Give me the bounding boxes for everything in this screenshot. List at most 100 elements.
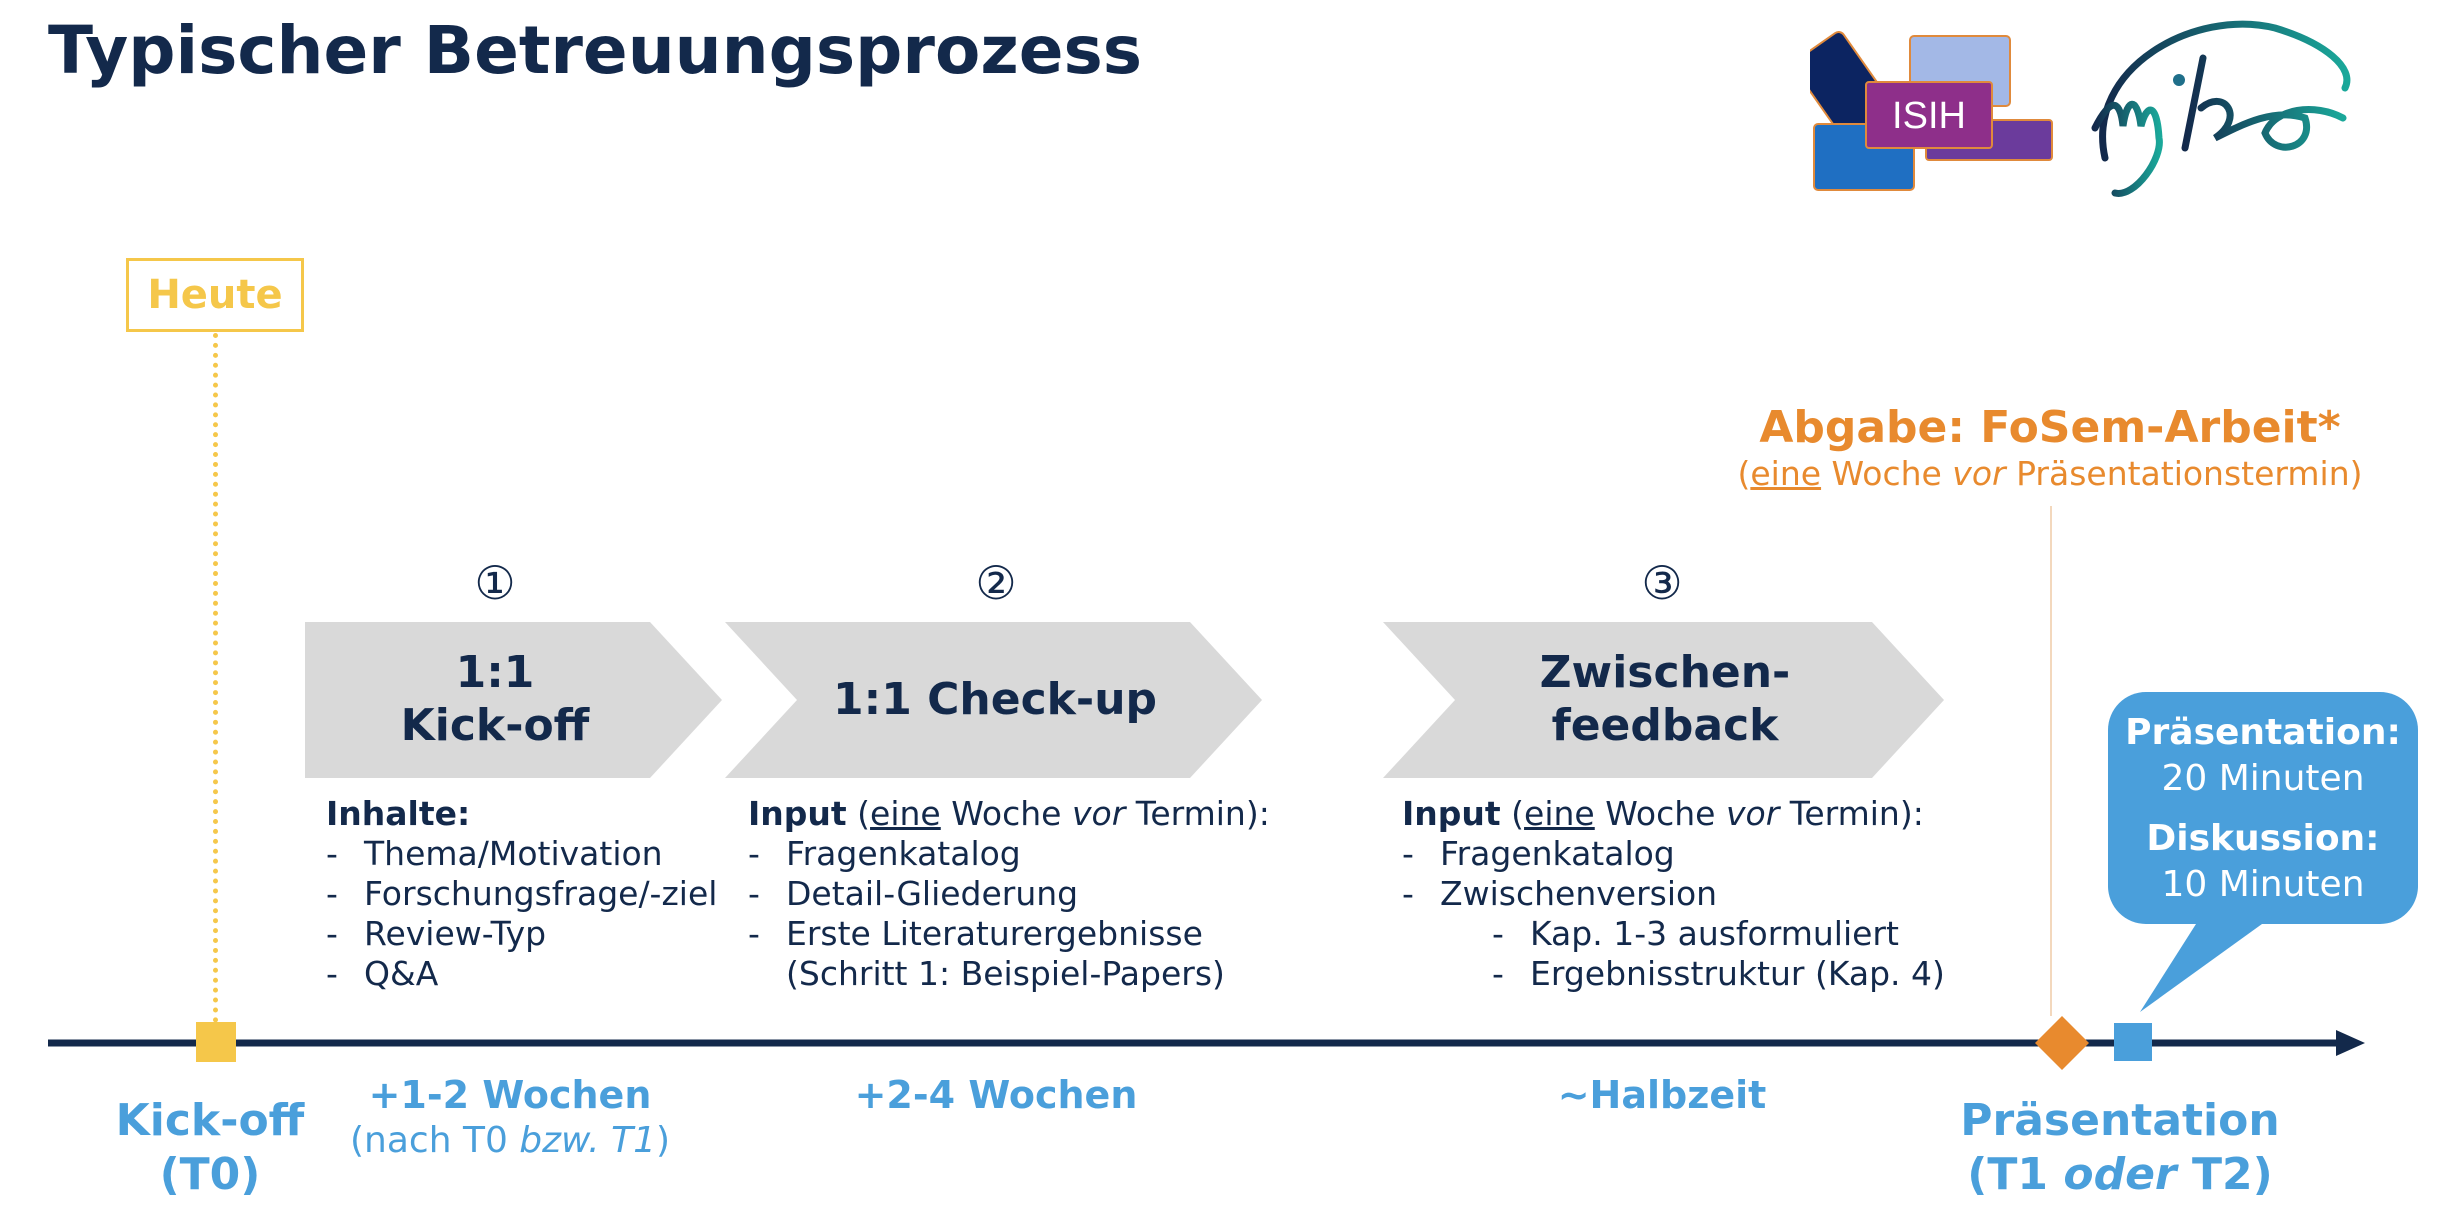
- list-item: -Fragenkatalog: [1402, 834, 1945, 874]
- heading-open: (: [1500, 794, 1525, 833]
- today-marker: Heute: [126, 258, 304, 332]
- chevron-step-2: [725, 622, 1262, 778]
- list-item-text: Thema/Motivation: [364, 834, 663, 873]
- list-dash: -: [1492, 954, 1504, 993]
- presentation-marker: [2114, 1023, 2152, 1061]
- today-dotted-line: [213, 333, 218, 1033]
- chevron-step-3: [1383, 622, 1944, 778]
- step-3-heading: Input (eine Woche vor Termin):: [1402, 794, 1945, 834]
- sub-open: (: [1737, 454, 1751, 493]
- presentation-line2-a: (T1: [1967, 1149, 2064, 1200]
- kickoff-line2: (T0): [159, 1149, 261, 1200]
- list-item: -Fragenkatalog: [748, 834, 1270, 874]
- step-3-label: Zwischen- feedback: [1450, 622, 1880, 778]
- heading-mid: Woche: [1594, 794, 1726, 833]
- step-1-label-line2: Kick-off: [400, 700, 590, 751]
- list-item: -Thema/Motivation: [326, 834, 717, 874]
- step-3-label-line1: Zwischen-: [1539, 647, 1791, 699]
- list-subitem-text: Kap. 1-3 ausformuliert: [1530, 914, 1899, 953]
- list-dash: -: [748, 834, 760, 873]
- sub-underline: eine: [1750, 454, 1822, 493]
- submission-marker: [2035, 1016, 2089, 1070]
- chevron-step-1: [305, 622, 722, 778]
- kickoff-line1: Kick-off: [115, 1095, 305, 1146]
- heading-italic: vor: [1725, 794, 1780, 833]
- isih-logo: ISIH: [1810, 30, 2053, 191]
- step1-note-b: ): [655, 1120, 671, 1161]
- timeline-step-2-duration: +2-4 Wochen: [816, 1072, 1176, 1118]
- list-dash: -: [748, 914, 760, 953]
- list-dash: -: [1492, 914, 1504, 953]
- list-item: -Q&A: [326, 954, 717, 994]
- bubble-tail: [2140, 924, 2262, 1012]
- slide-title: Typischer Betreuungsprozess: [48, 12, 1143, 89]
- list-subitem-text: Ergebnisstruktur (Kap. 4): [1530, 954, 1945, 993]
- list-subitem: -Kap. 1-3 ausformuliert: [1402, 914, 1945, 954]
- presentation-line2-b: T2): [2176, 1149, 2273, 1200]
- list-item: -Review-Typ: [326, 914, 717, 954]
- step-number-3: ③: [1641, 556, 1683, 610]
- presentation-line1: Präsentation: [1960, 1095, 2280, 1146]
- step-number-2: ②: [975, 556, 1017, 610]
- presentation-line2-italic: oder: [2063, 1149, 2177, 1200]
- heading-bold: Input: [1402, 794, 1501, 833]
- presentation-line2: (T1 oder T2): [1930, 1148, 2310, 1202]
- timeline-presentation-label: Präsentation (T1 oder T2): [1930, 1094, 2310, 1202]
- step3-duration: ~Halbzeit: [1557, 1073, 1767, 1117]
- list-item-text: Review-Typ: [364, 914, 547, 953]
- isih-logo-text: ISIH: [1892, 95, 1966, 137]
- step1-note-a: (nach T0: [349, 1120, 520, 1161]
- kickoff-marker: [196, 1022, 236, 1062]
- sub-italic: vor: [1952, 454, 2006, 493]
- bubble-presentation-title: Präsentation:: [2125, 712, 2401, 753]
- list-dash: -: [326, 834, 338, 873]
- step-1-label-line1: 1:1: [455, 647, 535, 699]
- timeline-arrowhead: [2336, 1030, 2365, 1056]
- step-1-label: 1:1 Kick-off: [330, 622, 660, 778]
- timeline-step-3-duration: ~Halbzeit: [1482, 1072, 1842, 1118]
- presentation-speech-bubble: Präsentation: 20 Minuten Diskussion: 10 …: [2108, 692, 2418, 924]
- submission-title: Abgabe: FoSem-Arbeit*: [1759, 402, 2341, 453]
- step-2-contents: Input (eine Woche vor Termin): -Fragenka…: [748, 794, 1270, 994]
- step1-note: (nach T0 bzw. T1): [330, 1118, 690, 1164]
- step-1-heading: Inhalte:: [326, 794, 471, 833]
- submission-connector-line: [2050, 506, 2052, 1016]
- list-item-text: Zwischenversion: [1440, 874, 1718, 913]
- list-item: -Erste Literaturergebnisse: [748, 914, 1270, 954]
- list-dash: -: [1402, 874, 1414, 913]
- submission-subtitle: (eine Woche vor Präsentationstermin): [1700, 454, 2400, 493]
- list-dash: -: [1402, 834, 1414, 873]
- bubble-presentation-value: 20 Minuten: [2161, 758, 2365, 799]
- bubble-discussion-value: 10 Minuten: [2161, 864, 2365, 905]
- list-dash: -: [326, 874, 338, 913]
- list-item-text: Q&A: [364, 954, 439, 993]
- list-item-text: Forschungsfrage/-ziel: [364, 874, 718, 913]
- step-3-label-line2: feedback: [1551, 700, 1779, 751]
- list-dash: -: [748, 874, 760, 913]
- heading-underline: eine: [1524, 794, 1595, 833]
- heading-italic: vor: [1071, 794, 1126, 833]
- heading-open: (: [846, 794, 871, 833]
- step2-duration: +2-4 Wochen: [854, 1073, 1138, 1117]
- sub-end: Präsentationstermin): [2005, 454, 2363, 493]
- list-item: -Detail-Gliederung: [748, 874, 1270, 914]
- heading-bold: Input: [748, 794, 847, 833]
- step-1-contents: Inhalte: -Thema/Motivation -Forschungsfr…: [326, 794, 717, 994]
- step-3-contents: Input (eine Woche vor Termin): -Fragenka…: [1402, 794, 1945, 994]
- step1-duration: +1-2 Wochen: [368, 1073, 652, 1117]
- heading-mid: Woche: [940, 794, 1072, 833]
- list-item-text: Fragenkatalog: [1440, 834, 1675, 873]
- list-item: -Forschungsfrage/-ziel: [326, 874, 717, 914]
- step-2-heading: Input (eine Woche vor Termin):: [748, 794, 1270, 834]
- bubble-discussion-title: Diskussion:: [2146, 818, 2380, 859]
- heading-end: Termin):: [1779, 794, 1924, 833]
- timeline-kickoff-label: Kick-off (T0): [80, 1094, 340, 1202]
- list-item-text: Detail-Gliederung: [786, 874, 1079, 913]
- list-item-continuation: (Schritt 1: Beispiel-Papers): [786, 954, 1225, 993]
- list-subitem: -Ergebnisstruktur (Kap. 4): [1402, 954, 1945, 994]
- step-number-1: ①: [474, 556, 516, 610]
- list-item: -Zwischenversion: [1402, 874, 1945, 914]
- step-2-label: 1:1 Check-up: [832, 673, 1158, 725]
- heading-underline: eine: [870, 794, 941, 833]
